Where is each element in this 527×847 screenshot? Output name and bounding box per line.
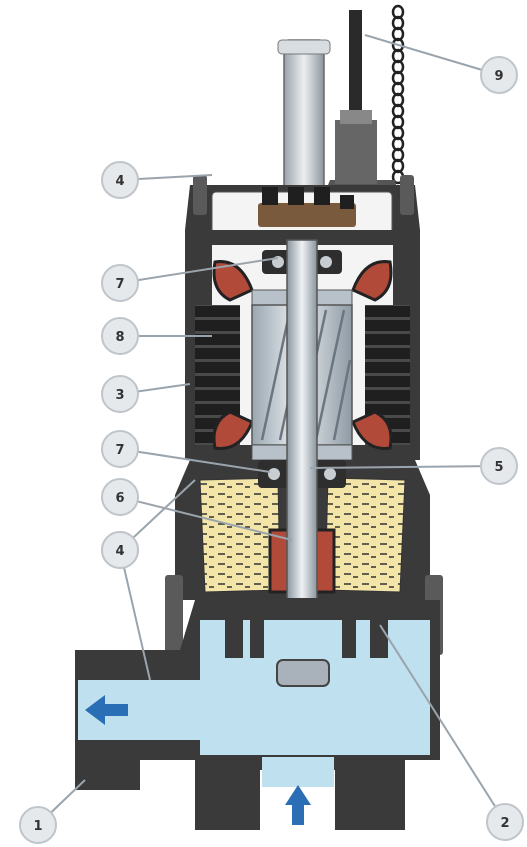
outflow-arrow-icon [85, 695, 128, 725]
callout-label-c9: 9 [494, 69, 503, 84]
callout-label-c8: 8 [115, 330, 124, 345]
callout-label-c3: 3 [115, 388, 124, 403]
callout-label-c7a: 7 [115, 277, 124, 292]
callout-leader-c7a [119, 257, 279, 284]
lifting-handle [277, 39, 331, 191]
callout-badge-c4c [101, 531, 139, 569]
callout-badge-c4a [101, 161, 139, 199]
terminal-block [258, 187, 356, 227]
callout-badge-c6 [101, 478, 139, 516]
callout-leader-c2 [379, 624, 506, 823]
callout-leader-c6 [119, 496, 293, 541]
callout-label-c7b: 7 [115, 443, 124, 458]
callout-label-c1: 1 [33, 819, 42, 834]
lifting-chain [391, 4, 405, 185]
callout-label-c6: 6 [115, 491, 124, 506]
callout-leader-c5 [309, 465, 500, 469]
callout-leader-c7b [119, 448, 271, 473]
callout-badge-c1 [19, 806, 57, 844]
callout-label-c5: 5 [494, 460, 503, 475]
callout-leader-c4c [119, 549, 151, 681]
oil-chamber [199, 477, 406, 593]
callout-badge-c2 [486, 803, 524, 841]
callout-badge-c5 [480, 447, 518, 485]
callout-label-c4a: 4 [115, 174, 124, 189]
callout-label-c2: 2 [500, 816, 509, 831]
callout-badge-c7b [101, 430, 139, 468]
callout-badge-c9 [480, 56, 518, 94]
callout-badge-c7a [101, 264, 139, 302]
callout-label-c4c: 4 [115, 544, 124, 559]
callout-badge-c8 [101, 317, 139, 355]
callout-leader-c9 [364, 34, 500, 76]
impeller [225, 598, 388, 687]
winding-end-turns [212, 260, 393, 450]
callout-layer: 123444567789 [19, 34, 524, 844]
inflow-arrow-icon [285, 785, 311, 825]
callout-badge-c3 [101, 375, 139, 413]
